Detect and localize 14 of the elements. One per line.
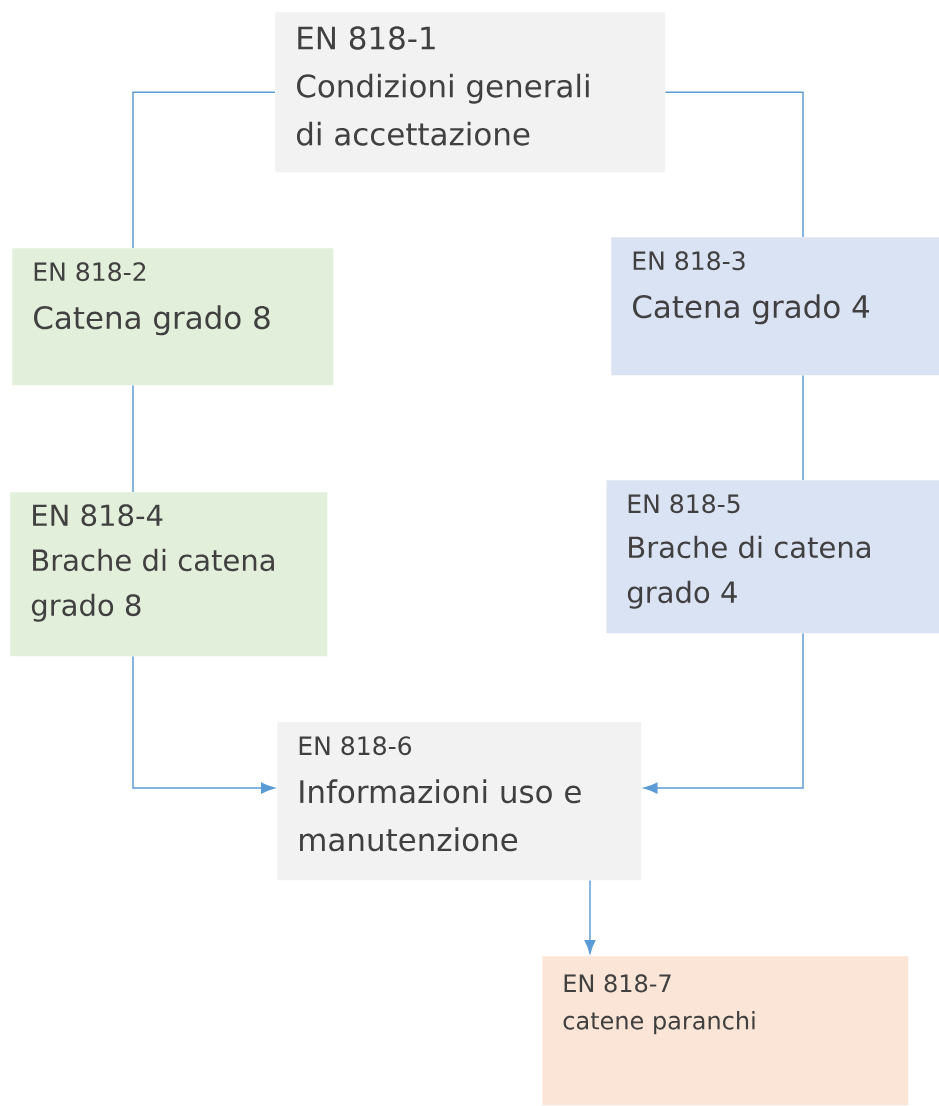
connector: [664, 91, 804, 238]
connector: [643, 632, 804, 794]
standard-box: EN 818-4 Brache di catena grado 8: [10, 492, 328, 657]
standard-box: EN 818-6 Informazioni uso e manutenzione: [277, 722, 642, 881]
connector: [584, 879, 596, 954]
standard-box: EN 818-5 Brache di catena grado 4: [606, 480, 939, 634]
connector: [132, 655, 275, 794]
standard-box: EN 818-3 Catena grado 4: [611, 237, 939, 376]
standard-box: EN 818-1 Condizioni generali di accettazione: [275, 12, 666, 173]
standard-box: EN 818-2 Catena grado 8: [12, 248, 334, 386]
standard-box: EN 818-7 catene paranchi: [542, 956, 909, 1106]
connector: [802, 374, 804, 481]
connector: [132, 384, 134, 493]
connector: [132, 91, 276, 249]
